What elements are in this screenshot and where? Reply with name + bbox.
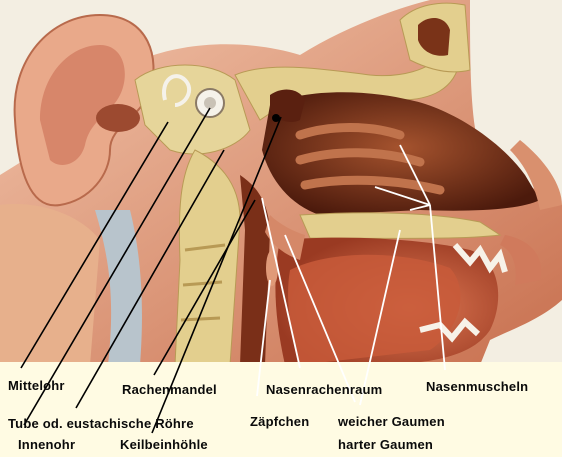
clivus-bone (174, 149, 241, 366)
uvula (266, 250, 278, 286)
tongue (288, 254, 461, 365)
leader-mittelohr (20, 121, 169, 369)
label-harter-gaumen: harter Gaumen (338, 437, 434, 452)
leader-nasenmuscheln-b (399, 144, 431, 206)
leader-rachenmandel (153, 199, 256, 376)
neck-tissue (0, 204, 100, 365)
label-mittelohr: Mittelohr (8, 378, 65, 393)
label-tube: Tube od. eustachische Röhre (8, 416, 194, 431)
label-nasenmuscheln: Nasenmuscheln (426, 379, 529, 394)
leader-innenohr (75, 149, 225, 409)
leader-nasenmuscheln-a (429, 204, 446, 371)
soft-palate (265, 215, 305, 260)
semicircular-canals (162, 74, 192, 107)
pointer-dot (272, 114, 280, 122)
vertebra-detail (180, 243, 226, 322)
lower-teeth (419, 317, 481, 343)
label-weicher-gaumen: weicher Gaumen (338, 414, 445, 429)
leader-harter-gaumen (359, 229, 401, 406)
sphenoid-sinus (270, 89, 305, 122)
label-rachenmandel: Rachenmandel (122, 382, 217, 397)
pharynx (240, 175, 270, 365)
label-keilbeinhoehle: Keilbeinhöhle (120, 437, 208, 452)
leader-weicher-gaumen (284, 234, 356, 403)
leader-nasenmuscheln-c (374, 186, 431, 206)
leader-lines-light (256, 144, 446, 406)
leader-keilbeinhoehle (151, 116, 282, 434)
label-innenohr: Innenohr (18, 437, 76, 452)
leader-zaepfchen (256, 279, 271, 397)
upper-teeth (452, 243, 508, 274)
leader-nasenrachenraum (261, 197, 301, 369)
nose-tip (510, 140, 562, 210)
cochlea-center (204, 97, 216, 109)
lip (500, 235, 541, 285)
leader-lines-dark (20, 107, 282, 434)
leader-nasenmuscheln-d (409, 204, 431, 211)
label-zaepfchen: Zäpfchen (250, 414, 310, 429)
ear-inner-fold (40, 45, 125, 165)
frontal-sinus (418, 18, 450, 56)
leader-tube (23, 107, 211, 426)
label-nasenrachenraum: Nasenrachenraum (266, 382, 383, 397)
neck-vessel (95, 210, 142, 365)
ear-canal-opening (96, 104, 140, 132)
label-band (0, 362, 562, 457)
